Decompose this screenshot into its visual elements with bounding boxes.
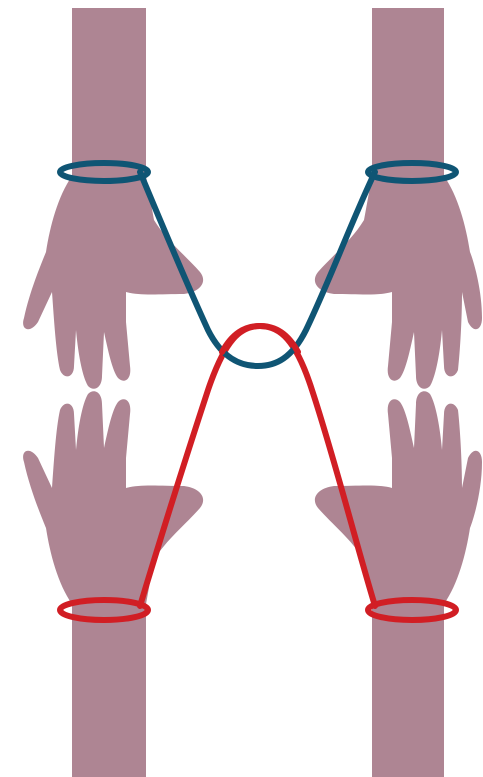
bottom-rope-overlap [222,326,298,352]
top-right-palm-fingers [315,176,482,389]
top-left-forearm [72,8,146,180]
bottom-rope-front-segment [222,326,298,352]
top-left-hand [23,8,203,389]
top-right-hand [315,8,482,389]
bottom-left-hand [23,391,203,777]
bottom-right-palm-fingers [315,391,482,604]
top-left-palm-fingers [23,176,203,389]
top-right-forearm [372,8,444,180]
bottom-right-hand [315,391,482,777]
bottom-right-forearm [372,600,444,777]
bottom-left-forearm [72,600,146,777]
